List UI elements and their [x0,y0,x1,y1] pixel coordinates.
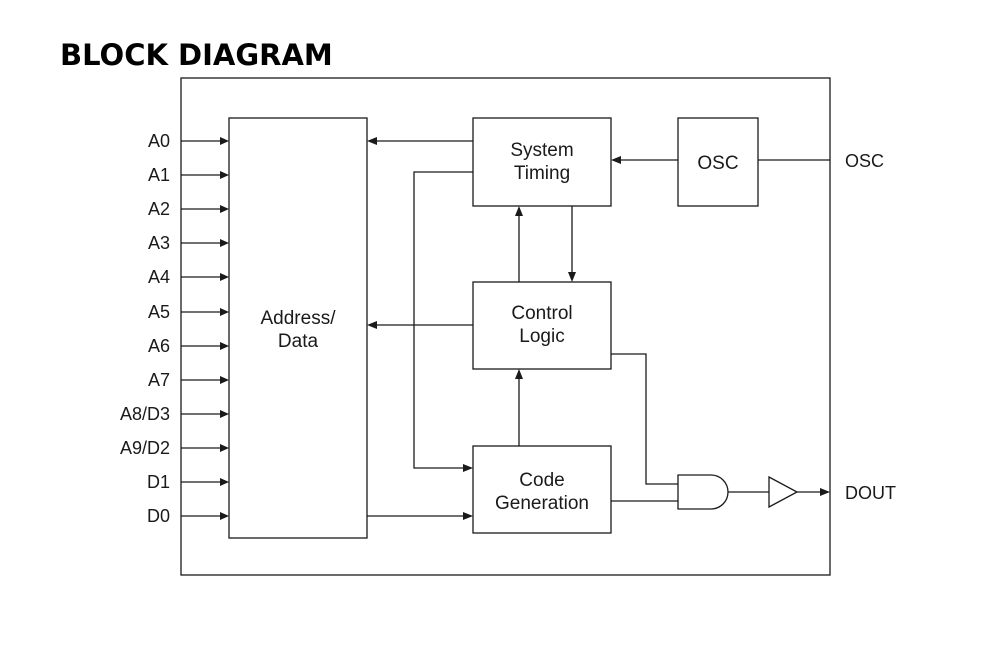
input-pin-arrowhead-a8-d3 [220,410,229,418]
timing-to-codegen-wire [413,171,473,469]
input-pin-label-a4: A4 [148,267,170,287]
input-pin-label-d1: D1 [147,472,170,492]
control-logic-label-line2: Logic [519,326,564,347]
input-pin-label-a7: A7 [148,370,170,390]
system-timing-block: System Timing [472,117,612,207]
input-pin-arrowhead-a6 [220,342,229,350]
input-pin-arrowhead-a2 [220,205,229,213]
timing-to-codegen-arrowhead [463,464,473,472]
osc-block: OSC [677,117,759,207]
input-pin-label-a0: A0 [148,131,170,151]
input-pin-arrowhead-a5 [220,308,229,316]
code-generation-label-line1: Code [519,470,564,491]
system-timing-label-line1: System [510,140,573,161]
input-pin-label-a1: A1 [148,165,170,185]
input-pin-arrowhead-a4 [220,273,229,281]
timing-to-address-arrowhead [367,137,377,145]
control-logic-block: Control Logic [472,281,612,370]
input-pin-label-d0: D0 [147,506,170,526]
input-pin-label-a5: A5 [148,302,170,322]
input-pin-arrowhead-a3 [220,239,229,247]
osc-pin-label: OSC [845,151,884,171]
input-pin-arrowhead-a7 [220,376,229,384]
osc-to-timing-arrowhead [611,156,621,164]
input-pin-label-a2: A2 [148,199,170,219]
control-to-and-wire [611,353,678,485]
address-data-label-line2: Data [278,331,319,352]
codegen-to-control-arrowhead [515,369,523,379]
control-to-address-arrowhead [367,321,377,329]
buffer-icon [768,475,799,509]
timing-to-control-arrowhead [568,272,576,282]
input-pin-arrowhead-a0 [220,137,229,145]
address-data-block: Address/ Data [228,117,368,539]
dout-arrowhead [820,488,830,496]
input-pin-label-a8-d3: A8/D3 [120,404,170,424]
input-pin-arrowhead-d1 [220,478,229,486]
control-logic-label-line1: Control [511,303,572,324]
dout-pin-label: DOUT [845,483,896,503]
input-pin-arrowhead-d0 [220,512,229,520]
control-to-timing-arrowhead [515,206,523,216]
input-pin-label-a9-d2: A9/D2 [120,438,170,458]
input-pin-label-a3: A3 [148,233,170,253]
osc-block-label: OSC [697,153,738,174]
code-generation-block: Code Generation [472,445,612,534]
address-to-codegen-arrowhead [463,512,473,520]
code-generation-label-line2: Generation [495,493,589,514]
address-data-label-line1: Address/ [261,308,337,329]
page-title: BLOCK DIAGRAM [60,38,333,72]
input-pin-arrowhead-a9-d2 [220,444,229,452]
input-pin-arrowhead-a1 [220,171,229,179]
and-gate-icon [677,474,729,510]
system-timing-label-line2: Timing [514,163,570,184]
input-pin-label-a6: A6 [148,336,170,356]
